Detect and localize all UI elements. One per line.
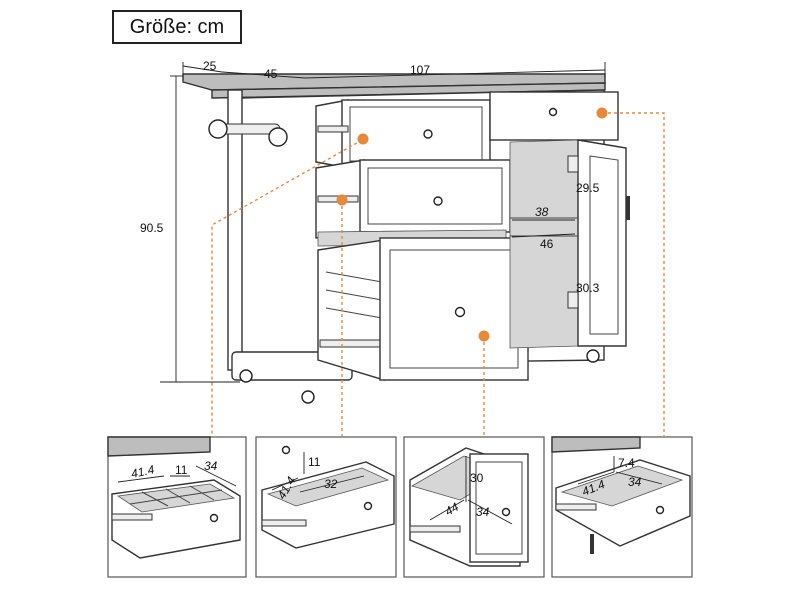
drawer-1-slide — [317, 125, 349, 133]
caster-front-left — [239, 369, 253, 383]
hinge-upper — [567, 155, 579, 173]
large-drawer-knob — [454, 306, 466, 318]
kitchen-island-illustration — [182, 73, 630, 404]
caster-right — [586, 349, 600, 363]
dim-cabinet-height-lower: 30.3 — [576, 281, 600, 295]
large-drawer-front — [379, 237, 529, 381]
towel-bar-end-left — [208, 119, 228, 139]
detail-2-dim-a: 11 — [308, 455, 321, 469]
dim-cabinet-depth-lower: 46 — [540, 237, 554, 251]
detail-1-dim-a: 41.4 — [130, 462, 156, 481]
caster-back-left — [301, 390, 315, 404]
dim-width: 107 — [410, 63, 430, 77]
detail-2-dim-c: 32 — [324, 477, 338, 491]
dim-side-depth: 25 — [203, 59, 217, 73]
detail-open-drawer — [255, 436, 397, 578]
detail-3-dim-a: 30 — [470, 471, 484, 485]
countertop-edge — [211, 82, 606, 99]
marker-drawer-2 — [336, 194, 348, 206]
detail-1-dim-c: 34 — [204, 459, 218, 473]
drawer-1-front — [341, 99, 491, 169]
dim-cabinet-depth-upper: 38 — [535, 205, 549, 219]
marker-large-drawer — [478, 330, 490, 342]
marker-drawer-1 — [357, 133, 369, 145]
large-drawer-side — [317, 239, 385, 381]
detail-3-dim-c: 34 — [476, 505, 490, 519]
detail-4-dim-a: 7.4 — [618, 456, 635, 470]
size-unit-label: Größe: cm — [112, 10, 242, 44]
hinge-lower — [567, 291, 579, 309]
drawer-1-knob — [423, 129, 433, 139]
cabinet-door-handle — [626, 196, 630, 220]
dim-height: 90.5 — [140, 221, 164, 235]
marker-top-right-drawer — [596, 107, 608, 119]
detail-4-dim-c: 34 — [628, 475, 642, 489]
detail-divider-tray — [107, 436, 247, 578]
cabinet-door — [577, 139, 627, 347]
detail-leader-lines — [211, 107, 665, 436]
main-dimension-lines — [160, 62, 606, 383]
drawer-2-knob — [433, 196, 443, 206]
dim-cabinet-height-upper: 29.5 — [576, 181, 600, 195]
drawer-top-right-knob — [548, 107, 558, 117]
towel-bar-end-right — [268, 127, 288, 147]
detail-3-dim-b: 44 — [443, 500, 462, 519]
large-drawer-slide — [319, 339, 385, 348]
detail-1-dim-b: 11 — [175, 463, 188, 477]
dim-depth: 45 — [264, 67, 278, 81]
detail-top-drawer — [551, 436, 693, 578]
detail-large-drawer — [403, 436, 545, 578]
drawer-2-front — [359, 159, 511, 233]
